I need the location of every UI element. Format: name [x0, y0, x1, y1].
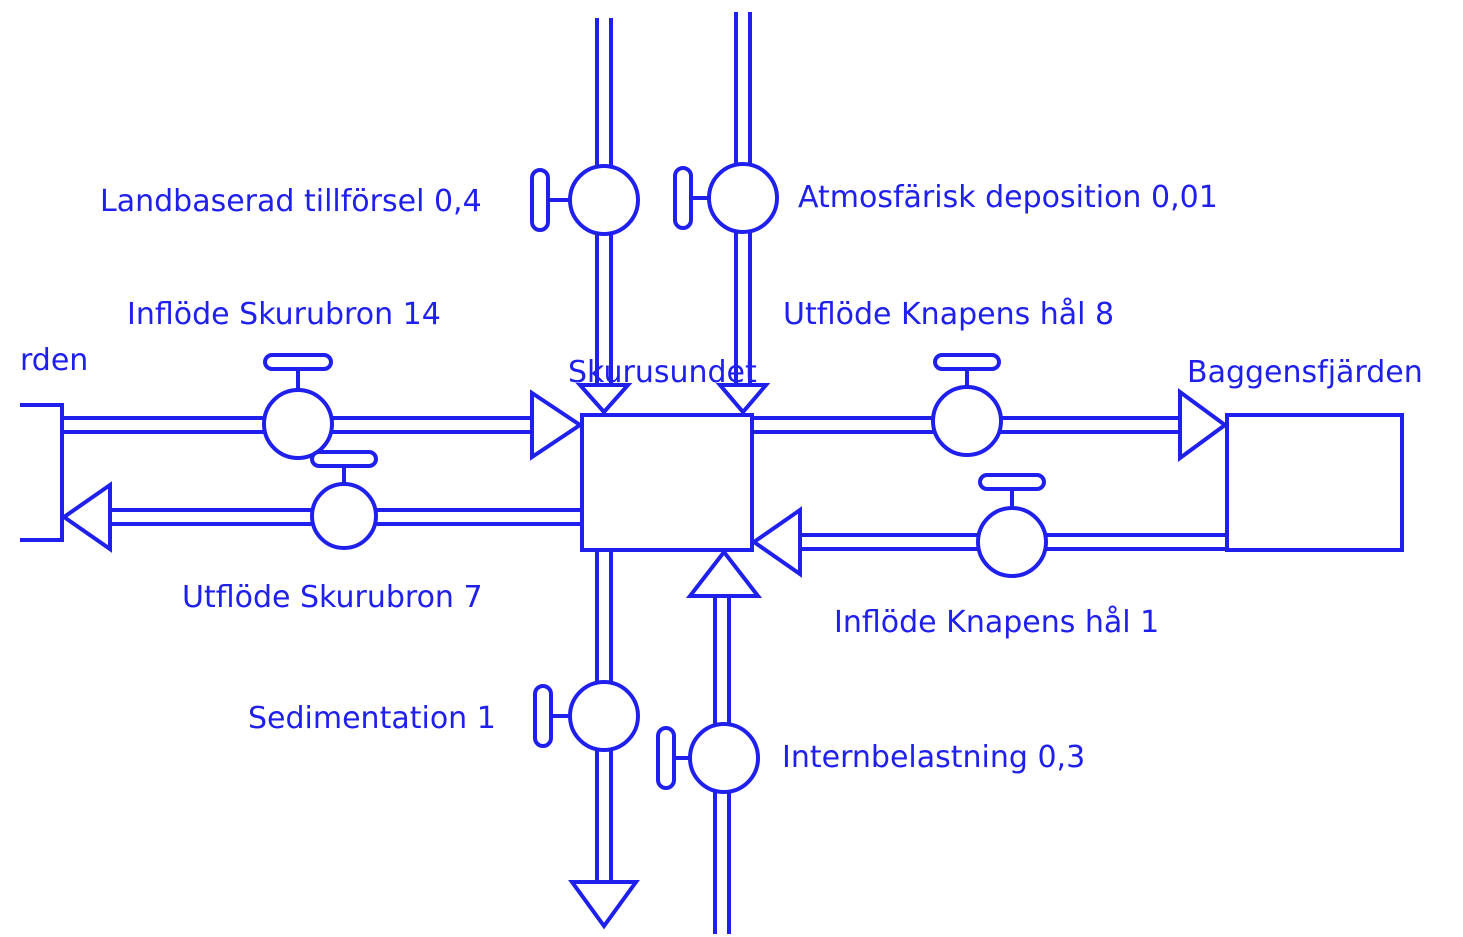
valve-handle[interactable] [533, 684, 553, 748]
label-sedimentation: Sedimentation 1 [248, 701, 496, 736]
arrowhead-right [530, 389, 584, 461]
label-outflow-skurubron: Utflöde Skurubron 7 [182, 580, 483, 615]
arrowhead-right [1178, 388, 1229, 462]
arrowhead-up [685, 548, 763, 598]
valve-icon[interactable] [310, 482, 378, 550]
valve-handle[interactable] [978, 473, 1046, 491]
valve-icon[interactable] [568, 164, 640, 236]
stock-baggensfjarden[interactable] [1225, 413, 1404, 552]
valve-icon[interactable] [931, 385, 1003, 457]
arrowhead-left [60, 481, 112, 553]
label-inflow-skurubron: Inflöde Skurubron 14 [127, 297, 441, 332]
valve-handle[interactable] [530, 168, 550, 232]
stock-left[interactable] [20, 403, 64, 542]
label-land-based-input: Landbaserad tillförsel 0,4 [100, 184, 482, 219]
valve-handle[interactable] [933, 353, 1001, 371]
flow-sedimentation[interactable] [533, 550, 640, 930]
flow-inflow-skurubron[interactable] [62, 353, 584, 461]
arrowhead-down [575, 383, 633, 416]
valve-handle[interactable] [310, 450, 378, 468]
label-outflow-knapens: Utflöde Knapens hål 8 [783, 297, 1114, 332]
label-internal-load: Internbelastning 0,3 [782, 740, 1085, 775]
valve-icon[interactable] [707, 162, 779, 234]
label-stock-left: rden [20, 343, 88, 378]
valve-handle[interactable] [656, 726, 676, 790]
valve-handle[interactable] [673, 166, 693, 230]
flow-atmospheric-deposition[interactable] [673, 12, 779, 416]
flow-internal-load[interactable] [656, 548, 763, 934]
label-stock-baggensfjarden: Baggensfjärden [1187, 355, 1423, 390]
valve-icon[interactable] [568, 680, 640, 752]
valve-handle[interactable] [263, 353, 333, 371]
valve-icon[interactable] [262, 388, 334, 460]
arrowhead-down [715, 383, 771, 416]
arrowhead-left [750, 506, 802, 578]
arrowhead-down [568, 880, 640, 930]
label-inflow-knapens: Inflöde Knapens hål 1 [834, 605, 1159, 640]
label-stock-skurusundet: Skurusundet [568, 355, 757, 390]
flow-outflow-knapens[interactable] [752, 353, 1229, 462]
flow-inflow-knapens[interactable] [750, 473, 1227, 578]
flow-outflow-skurubron[interactable] [60, 450, 582, 553]
stock-skurusundet[interactable] [580, 413, 754, 552]
label-atmospheric-deposition: Atmosfärisk deposition 0,01 [798, 180, 1218, 215]
valve-icon[interactable] [976, 506, 1048, 578]
valve-icon[interactable] [688, 722, 760, 794]
flow-land-based-input[interactable] [530, 18, 640, 416]
